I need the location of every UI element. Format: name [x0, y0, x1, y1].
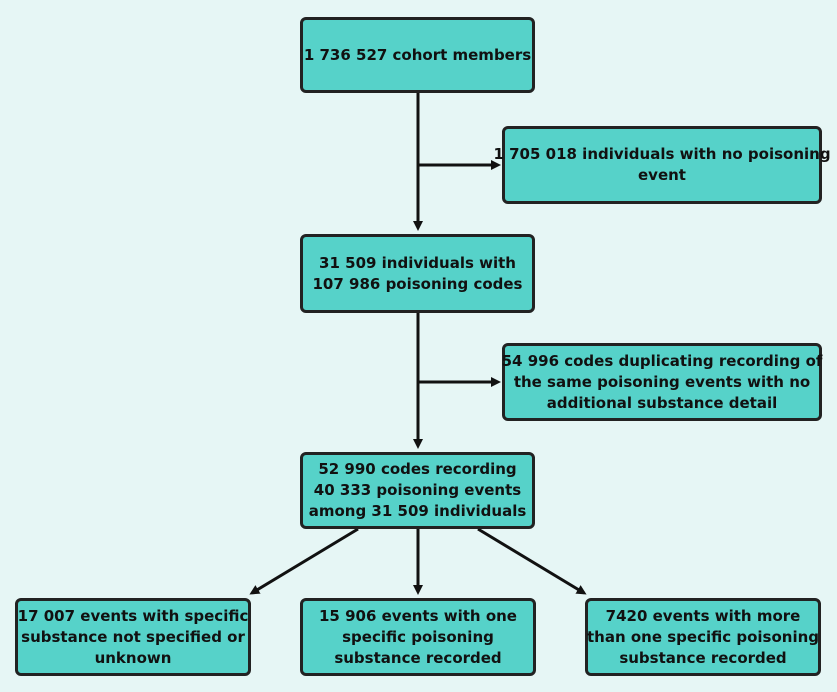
box-text-line: 107 986 poisoning codes — [312, 274, 523, 293]
box-substance-unspecified: 17 007 events with specific substance no… — [15, 598, 251, 676]
box-text-line: 15 906 events with one — [319, 606, 517, 625]
box-text-line: 52 990 codes recording — [318, 460, 517, 478]
box-text-line: 1 705 018 individuals with no poisoning — [493, 145, 831, 163]
box-text-line: 17 007 events with specific — [17, 606, 249, 625]
box-one-substance: 15 906 events with one specific poisonin… — [300, 598, 536, 676]
box-text-line: 7420 events with more — [605, 606, 801, 625]
box-text-line: 1 736 527 cohort members — [303, 45, 532, 64]
box-no-poisoning-event: 1 705 018 individuals with no poisoning … — [493, 126, 831, 204]
arrow-events-to-unspecified — [249, 527, 359, 595]
box-text-line: among 31 509 individuals — [308, 502, 527, 520]
box-text-line: specific poisoning — [342, 627, 494, 646]
box-text-line: 31 509 individuals with — [319, 253, 516, 272]
box-text-line: 54 996 codes duplicating recording of — [501, 351, 823, 370]
box-text-line: the same poisoning events with no — [513, 372, 811, 391]
box-text-line: 40 333 poisoning events — [313, 481, 522, 499]
box-duplicate-codes: 54 996 codes duplicating recording of th… — [502, 343, 822, 421]
box-text-line: substance recorded — [334, 648, 502, 667]
box-text-line: than one specific poisoning — [587, 627, 820, 646]
box-text-line: substance not specified or — [21, 627, 245, 646]
box-text-line: substance recorded — [619, 648, 787, 667]
arrow-events-to-multi-substance — [477, 527, 587, 595]
box-text-line: additional substance detail — [546, 393, 778, 412]
box-text-line: unknown — [94, 648, 172, 667]
box-text-line: event — [638, 166, 686, 184]
box-cohort-members: 1 736 527 cohort members — [300, 17, 535, 93]
box-individuals-with-codes: 31 509 individuals with 107 986 poisonin… — [300, 234, 535, 313]
box-multiple-substances: 7420 events with more than one specific … — [585, 598, 821, 676]
box-poisoning-events: 52 990 codes recording 40 333 poisoning … — [300, 452, 535, 529]
